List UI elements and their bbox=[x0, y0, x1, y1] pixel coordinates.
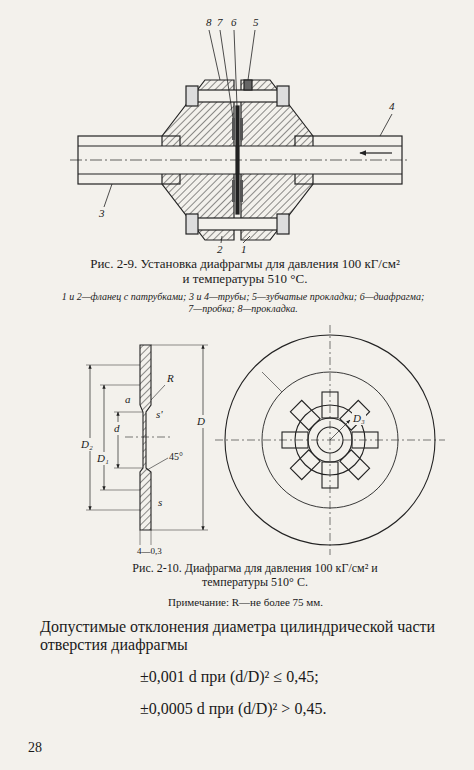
dimension-label: s bbox=[157, 496, 163, 509]
dimension-label: a bbox=[124, 393, 132, 406]
figure-legend: 1 и 2—фланец с патрубками; 3 и 4—трубы; … bbox=[58, 291, 428, 314]
dimension-label: 45° bbox=[168, 451, 184, 463]
figure-caption: Рис. 2-10. Диафрагма для давления 100 кГ… bbox=[110, 562, 400, 590]
dimension-label: D₃ bbox=[352, 412, 366, 425]
dimension-label: R bbox=[166, 372, 175, 385]
callout-number: 3 bbox=[98, 207, 106, 220]
diaphragm-section bbox=[86, 345, 208, 545]
callout-number: 5 bbox=[252, 16, 260, 29]
dimension-label: D₂ bbox=[80, 438, 94, 451]
callout-number: 6 bbox=[230, 16, 238, 29]
dimension-label: s' bbox=[155, 408, 164, 421]
callout-number: 2 bbox=[216, 243, 224, 256]
callout-number: 7 bbox=[216, 16, 224, 29]
formula: ±0,001 d при (d/D)² ≤ 0,45; bbox=[140, 668, 319, 686]
body-text: Допустимые отклонения диаметра цилиндрич… bbox=[40, 618, 450, 655]
callout-number: 1 bbox=[240, 243, 248, 256]
note: Примечание: R—не более 75 мм. bbox=[168, 596, 323, 609]
figure-caption: Рис. 2-9. Установка диафрагмы для давлен… bbox=[90, 257, 400, 287]
diaphragm-front-view bbox=[215, 325, 445, 555]
dimension-label: d bbox=[113, 422, 121, 435]
formula: ±0,0005 d при (d/D)² > 0,45. bbox=[140, 700, 326, 718]
dimension-label: D₁ bbox=[96, 452, 110, 465]
dimension-label: D bbox=[196, 415, 206, 428]
callout-number: 4 bbox=[388, 100, 396, 113]
flange-assembly bbox=[70, 30, 410, 243]
callout-number: 8 bbox=[205, 16, 213, 29]
page-number: 28 bbox=[28, 740, 42, 756]
dimension-label: 4—0,3 bbox=[136, 546, 163, 556]
